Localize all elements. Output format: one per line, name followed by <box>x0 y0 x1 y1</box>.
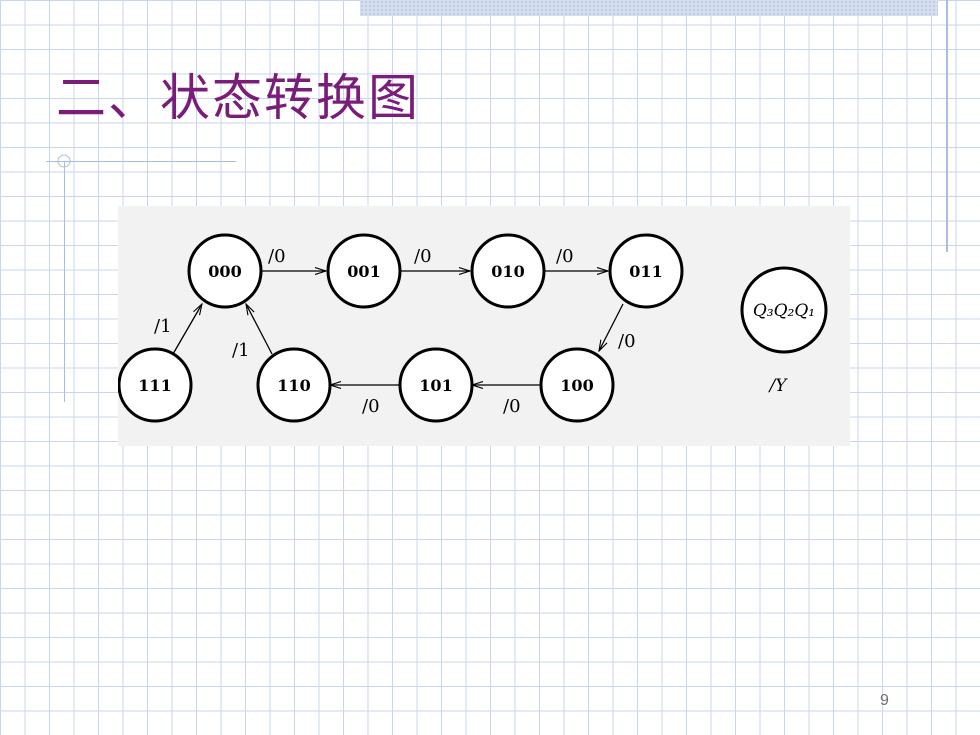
right-vertical-rule <box>946 0 948 252</box>
edge-label-111-000: /1 <box>154 316 172 337</box>
edge-111-000 <box>172 304 202 355</box>
state-label-011: 011 <box>629 262 662 281</box>
edge-label-100-101: /0 <box>503 396 521 417</box>
edge-label-010-011: /0 <box>556 246 574 267</box>
state-111: 111 <box>117 347 193 423</box>
state-101: 101 <box>398 347 474 423</box>
diagram-key: Q₃Q₂Q₁ /Y <box>740 266 828 396</box>
edge-label-101-110: /0 <box>362 396 380 417</box>
edge-011-100 <box>599 303 624 351</box>
page-number: 9 <box>880 692 889 709</box>
edge-label-011-100: /0 <box>618 331 636 352</box>
edge-110-000 <box>246 304 273 355</box>
slide-title: 二、状态转换图 <box>56 69 420 127</box>
state-100: 100 <box>539 347 615 423</box>
state-label-000: 000 <box>208 262 241 281</box>
state-011: 011 <box>608 233 684 309</box>
edge-label-110-000: /1 <box>232 340 250 361</box>
header-decoration-bar <box>360 0 938 16</box>
state-label-111: 111 <box>138 376 171 395</box>
state-label-110: 110 <box>277 376 310 395</box>
state-label-010: 010 <box>491 262 524 281</box>
state-transition-diagram: /0 /0 /0 /0 /0 /0 /1 /1 000 001 010 011 … <box>117 206 850 446</box>
edge-label-000-001: /0 <box>268 246 286 267</box>
state-010: 010 <box>470 233 546 309</box>
key-output-label: /Y <box>768 376 789 396</box>
state-000: 000 <box>187 233 263 309</box>
state-label-001: 001 <box>347 262 380 281</box>
left-vertical-rule <box>64 162 65 402</box>
state-110: 110 <box>256 347 332 423</box>
state-label-101: 101 <box>419 376 452 395</box>
crosshair-icon <box>57 154 71 168</box>
state-label-100: 100 <box>560 376 593 395</box>
key-state-label: Q₃Q₂Q₁ <box>753 301 815 321</box>
state-001: 001 <box>326 233 402 309</box>
title-underline-rule <box>46 161 236 162</box>
edge-label-001-010: /0 <box>414 246 432 267</box>
key-state-circle <box>740 266 828 354</box>
